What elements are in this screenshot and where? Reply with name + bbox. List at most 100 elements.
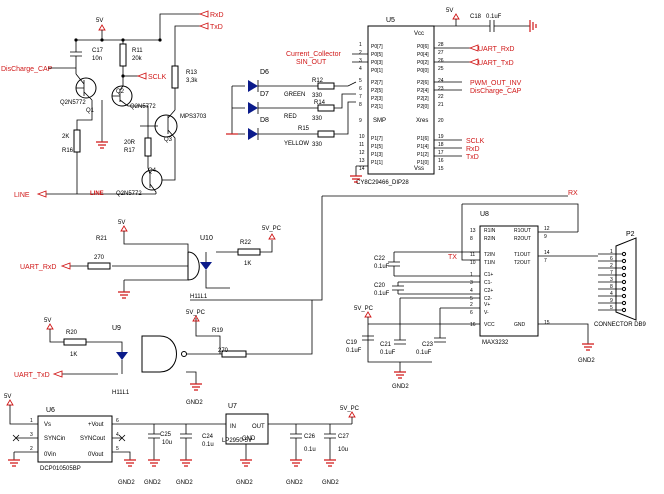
u8-left-pin-number: 8 xyxy=(470,236,473,242)
ground-icon xyxy=(394,371,406,379)
q3-type: MPS3703 xyxy=(180,114,207,120)
wire xyxy=(9,405,38,460)
u5-right-pin-number: 28 xyxy=(438,42,444,48)
capacitor-symbol xyxy=(434,337,446,343)
u5-right-pin-name: P0[2] xyxy=(417,60,429,66)
uart-txd-arrow-icon xyxy=(52,370,63,378)
rx-net-label: RX xyxy=(568,190,578,197)
wire xyxy=(76,110,93,194)
u5-left-pin-name: P0[1] xyxy=(371,68,383,74)
u10-part: H11L1 xyxy=(190,294,208,300)
uart-rxd-u10-label: UART_RxD xyxy=(20,264,56,271)
u8-pin-r2in: R2IN xyxy=(484,236,496,242)
resistor-symbol xyxy=(63,338,87,346)
u8-left-pin-number: 5 xyxy=(470,296,473,302)
ground-icon xyxy=(118,291,130,299)
wire xyxy=(112,423,226,460)
u8-pin-c2m: C2- xyxy=(484,296,492,302)
u7-body xyxy=(225,413,269,445)
u8-body xyxy=(479,225,539,337)
wire xyxy=(434,47,470,157)
u5-right-pin-number: 19 xyxy=(438,134,444,140)
uart-txd-arrow-icon xyxy=(468,58,479,66)
u5-right-pin-number: 20 xyxy=(438,118,444,124)
resistor-symbol xyxy=(144,137,152,157)
c19-ref: C19 xyxy=(346,340,358,346)
u9-inverter-bubble xyxy=(181,351,187,357)
u10-gate-symbol xyxy=(187,251,200,281)
u6-0vin: 0Vin xyxy=(44,452,56,458)
d8-ref: D8 xyxy=(260,117,269,124)
gnd2-c27-label: GND2 xyxy=(322,480,339,486)
resistor-symbol xyxy=(317,130,335,138)
wire xyxy=(367,297,480,363)
transistor-q4-symbol xyxy=(141,169,163,191)
u9-ref: U9 xyxy=(112,325,121,332)
db9-pin-contact xyxy=(621,300,627,306)
u5-smp-label: SMP xyxy=(373,118,386,124)
u5-right-pin-name: P1[6] xyxy=(417,136,429,142)
u8-pin-t1in: T1IN xyxy=(484,260,495,266)
u5-left-pin-number: 3 xyxy=(359,58,362,64)
c21-value: 0.1uF xyxy=(380,350,396,356)
wire xyxy=(538,323,589,344)
u8-left-pin-number: 2 xyxy=(470,302,473,308)
u5-right-pin-number: 17 xyxy=(438,150,444,156)
u8-left-pin-number: 16 xyxy=(470,322,476,328)
wire xyxy=(245,423,352,460)
resistor-symbol xyxy=(73,129,81,153)
u5-right-pin-name: P0[4] xyxy=(417,52,429,58)
wire xyxy=(118,341,123,374)
r13-ref: R13 xyxy=(186,70,198,76)
u5-right-pin-name: P2[0] xyxy=(417,104,429,110)
u8-pin-vm: V- xyxy=(484,310,489,316)
wire xyxy=(128,105,149,168)
gnd2-u8-label: GND2 xyxy=(392,384,409,390)
junction-dot xyxy=(100,38,104,42)
r21-value: 270 xyxy=(94,255,105,261)
u8-left-pin-number: 6 xyxy=(470,310,473,316)
vcc-arrow-icon xyxy=(6,399,14,406)
discharge-net-label: DisCharge_CAP xyxy=(1,66,53,73)
c26-ref: C26 xyxy=(304,434,316,440)
u5-left-pin-number: 6 xyxy=(359,86,362,92)
c20-value: 0.1uF xyxy=(374,291,390,297)
u6-pin-4: 4 xyxy=(116,432,119,438)
u8-pin-t1out: T1OUT xyxy=(514,252,530,258)
uart-rxd-u5-label: UART_RxD xyxy=(478,46,514,53)
u5-microcontroller: U5 CY8C29466_DIP28 Vcc Vss SMP Xres P0[7… xyxy=(286,8,537,186)
p2-ref: P2 xyxy=(626,231,635,238)
u6-0vout: 0Vout xyxy=(88,452,104,458)
u5-right-pin-number: 26 xyxy=(438,58,444,64)
vcc-u9-label: 5V xyxy=(44,318,51,324)
vcc-arrow-icon xyxy=(452,13,460,20)
u8-pin-vcc: VCC xyxy=(484,322,495,328)
u9-gate-symbol xyxy=(141,335,177,373)
u6-part: DCP010505BP xyxy=(40,466,81,472)
u6-vs: Vs xyxy=(44,422,51,428)
u5-right-pin-name: P1[4] xyxy=(417,144,429,150)
c25-value: 10u xyxy=(162,440,172,446)
ground-icon xyxy=(582,343,594,351)
u10-optocoupler: 5V R21 270 UART_RxD U10 H11L1 R22 1K 5V_… xyxy=(20,220,282,300)
u9-optocoupler: 5V R20 1K UART_TxD U9 H11L1 R19 270 5V_P… xyxy=(14,300,313,406)
c22-value: 0.1uF xyxy=(374,264,390,270)
db9-pin-number: 8 xyxy=(610,284,613,290)
wire xyxy=(190,195,568,301)
txd-u5-label: TxD xyxy=(466,154,479,161)
r14-ref: R14 xyxy=(314,100,326,106)
c26-value: 0.1u xyxy=(304,447,316,453)
ground-icon xyxy=(240,459,252,467)
u5-left-pin-number: 8 xyxy=(359,102,362,108)
sin-out-label: SIN_OUT xyxy=(296,59,327,66)
u5-left-pin-number: 7 xyxy=(359,94,362,100)
u5-left-pin-name: P0[3] xyxy=(371,60,383,66)
u5-xres-label: Xres xyxy=(416,118,428,124)
discharge-u5-label: DisCharge_CAP xyxy=(470,88,522,95)
u5-ref: U5 xyxy=(386,17,395,24)
uart-txd-u5-label: UART_TxD xyxy=(478,60,514,67)
r17-value: 20R xyxy=(124,140,136,146)
junction-dot xyxy=(121,38,125,42)
db9-pin-contact xyxy=(621,258,627,264)
rxd-u5-label: RxD xyxy=(466,146,480,153)
